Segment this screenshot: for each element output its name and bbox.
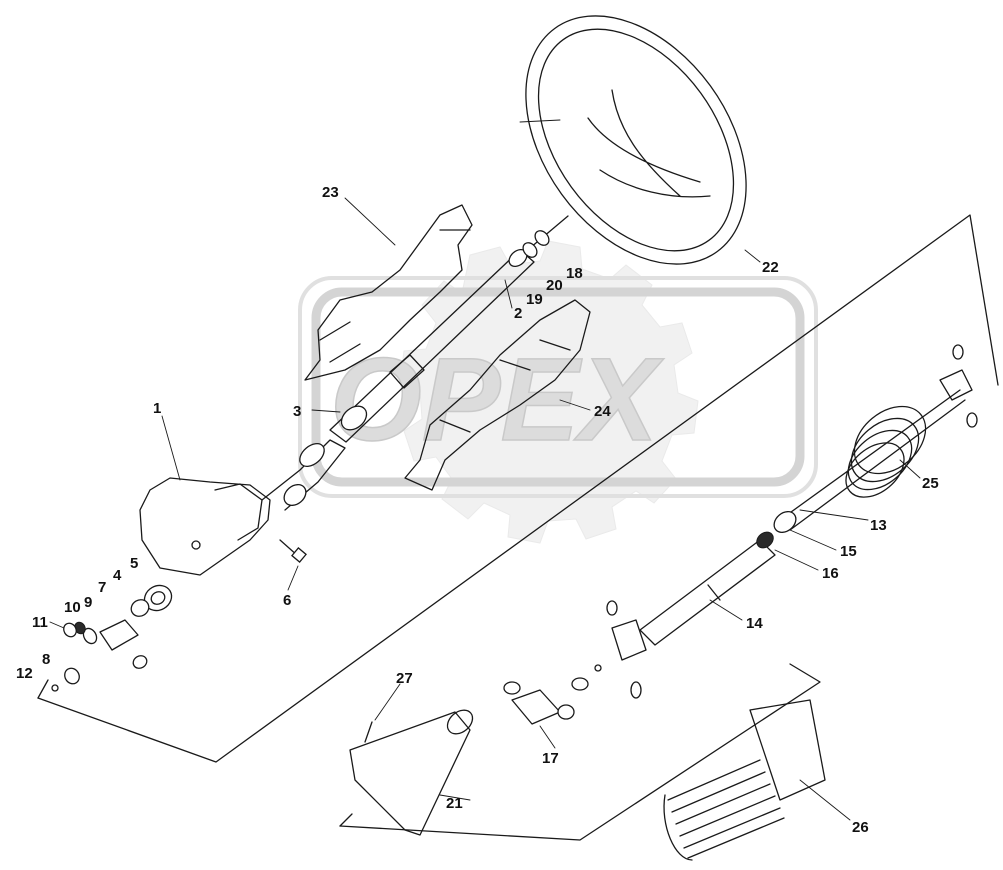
label-23: 23 — [322, 184, 339, 201]
part-labels: 1 2 3 4 5 6 7 8 9 10 11 12 13 14 15 16 1… — [16, 184, 939, 836]
label-18: 18 — [566, 265, 583, 282]
label-20: 20 — [546, 277, 563, 294]
label-26: 26 — [852, 819, 869, 836]
label-19: 19 — [526, 291, 543, 308]
label-15: 15 — [840, 543, 857, 560]
cone-cover-21 — [349, 709, 474, 836]
lower-column-shroud — [404, 299, 591, 491]
label-25: 25 — [922, 475, 939, 492]
label-13: 13 — [870, 517, 887, 534]
label-3: 3 — [293, 403, 301, 420]
label-21: 21 — [446, 795, 463, 812]
assembly-frame-line — [37, 214, 999, 763]
label-2: 2 — [514, 305, 522, 322]
label-6: 6 — [283, 592, 291, 609]
watermark-gear-logo: OPEX — [298, 240, 818, 544]
label-5: 5 — [130, 555, 138, 572]
label-16: 16 — [822, 565, 839, 582]
intermediate-shaft — [606, 344, 978, 699]
steering-gear-housing — [139, 439, 346, 576]
universal-joint-parts-left — [51, 619, 148, 692]
label-10: 10 — [64, 599, 81, 616]
label-27: 27 — [396, 670, 413, 687]
label-12: 12 — [16, 665, 33, 682]
steering-wheel — [519, 15, 747, 265]
watermark-text: OPEX — [330, 334, 664, 466]
label-8: 8 — [42, 651, 50, 668]
label-7: 7 — [98, 579, 106, 596]
upper-column-shroud — [304, 204, 473, 381]
bolt-6 — [279, 539, 307, 563]
label-4: 4 — [113, 567, 122, 584]
label-17: 17 — [542, 750, 559, 767]
rubber-boot-26 — [663, 699, 826, 861]
lower-frame-corner — [339, 813, 353, 827]
steering-column-shaft — [329, 215, 569, 443]
label-22: 22 — [762, 259, 779, 276]
label-9: 9 — [84, 594, 92, 611]
label-24: 24 — [594, 403, 611, 420]
label-14: 14 — [746, 615, 763, 632]
bearing-set — [130, 584, 173, 617]
lower-frame-line — [339, 663, 821, 841]
lower-universal-joint — [503, 664, 602, 725]
label-1: 1 — [153, 400, 161, 417]
frame-corner-left — [37, 679, 49, 699]
leader-lines — [49, 197, 921, 821]
label-11: 11 — [32, 614, 48, 631]
